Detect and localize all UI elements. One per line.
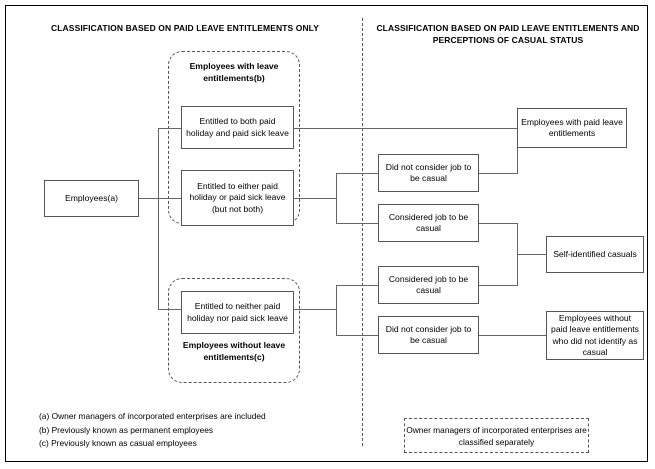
diagram-frame: CLASSIFICATION BASED ON PAID LEAVE ENTIT… xyxy=(5,5,648,462)
box-entitled-neither[interactable]: Entitled to neither paid holiday nor pai… xyxy=(181,291,294,334)
box-mid2-label: Considered job to be casual xyxy=(388,211,469,234)
connector-neither-to-mid3 xyxy=(336,285,379,286)
box-mid-did-not-consider-1[interactable]: Did not consider job to be casual xyxy=(378,154,479,192)
box-out1-label: Employees with paid leave entitlements xyxy=(521,116,623,139)
box-entitled-either-label: Entitled to either paid holiday or paid … xyxy=(189,180,286,214)
connector-neither-split-bus xyxy=(336,285,337,335)
note-owner-managers-label: Owner managers of incorporated enterpris… xyxy=(406,424,587,447)
box-out3-label: Employees without paid leave entitlement… xyxy=(551,312,639,358)
connector-both-to-out1 xyxy=(294,128,517,129)
box-mid-did-not-consider-2[interactable]: Did not consider job to be casual xyxy=(378,316,479,354)
connector-mid1-out xyxy=(479,173,517,174)
connector-main-bus xyxy=(158,128,159,309)
connector-bus-to-neither xyxy=(158,309,182,310)
box-entitled-both[interactable]: Entitled to both paid holiday and paid s… xyxy=(181,106,294,149)
box-entitled-either[interactable]: Entitled to either paid holiday or paid … xyxy=(181,170,294,226)
connector-mid2-out xyxy=(479,223,517,224)
box-outcome-without-paid-leave[interactable]: Employees without paid leave entitlement… xyxy=(546,311,644,360)
column-divider xyxy=(362,18,363,446)
box-outcome-with-paid-leave[interactable]: Employees with paid leave entitlements xyxy=(517,108,627,148)
footnote-a: (a) Owner managers of incorporated enter… xyxy=(39,411,266,421)
box-mid1-label: Did not consider job to be casual xyxy=(385,161,472,184)
box-mid3-label: Considered job to be casual xyxy=(388,273,469,296)
box-mid-considered-2[interactable]: Considered job to be casual xyxy=(378,266,479,304)
group-without-leave-label: Employees without leave entitlements(c) xyxy=(182,340,286,362)
right-column-header: CLASSIFICATION BASED ON PAID LEAVE ENTIT… xyxy=(376,23,640,45)
box-entitled-neither-label: Entitled to neither paid holiday nor pai… xyxy=(187,301,288,323)
box-mid4-label: Did not consider job to be casual xyxy=(385,323,472,346)
box-entitled-both-label: Entitled to both paid holiday and paid s… xyxy=(186,116,289,138)
left-column-header: CLASSIFICATION BASED ON PAID LEAVE ENTIT… xyxy=(51,23,319,33)
connector-neither-out xyxy=(294,309,336,310)
connector-bus-to-either xyxy=(158,198,182,199)
connector-mid1-riser xyxy=(517,128,518,174)
connector-employees-to-bus xyxy=(139,198,159,199)
connector-merge-to-out2 xyxy=(517,254,546,255)
box-out2-label: Self-identified casuals xyxy=(553,248,637,259)
connector-either-split-bus xyxy=(336,173,337,223)
box-outcome-self-identified-casuals[interactable]: Self-identified casuals xyxy=(546,236,644,273)
box-employees[interactable]: Employees(a) xyxy=(44,180,139,217)
footnote-c: (c) Previously known as casual employees xyxy=(39,438,197,448)
connector-bus-to-both xyxy=(158,128,182,129)
group-with-leave-label: Employees with leave entitlements(b) xyxy=(189,61,279,83)
note-owner-managers: Owner managers of incorporated enterpris… xyxy=(404,418,589,453)
connector-neither-to-mid4 xyxy=(336,335,379,336)
connector-either-out xyxy=(294,198,336,199)
connector-mid3-out xyxy=(479,285,517,286)
group-employees-without-leave xyxy=(168,278,300,383)
footnotes: (a) Owner managers of incorporated enter… xyxy=(39,410,339,451)
box-mid-considered-1[interactable]: Considered job to be casual xyxy=(378,204,479,242)
box-employees-label: Employees(a) xyxy=(64,192,118,203)
connector-either-to-mid2 xyxy=(336,223,379,224)
connector-either-to-mid1 xyxy=(336,173,379,174)
footnote-b: (b) Previously known as permanent employ… xyxy=(39,424,214,435)
connector-mid4-to-out3 xyxy=(479,335,546,336)
